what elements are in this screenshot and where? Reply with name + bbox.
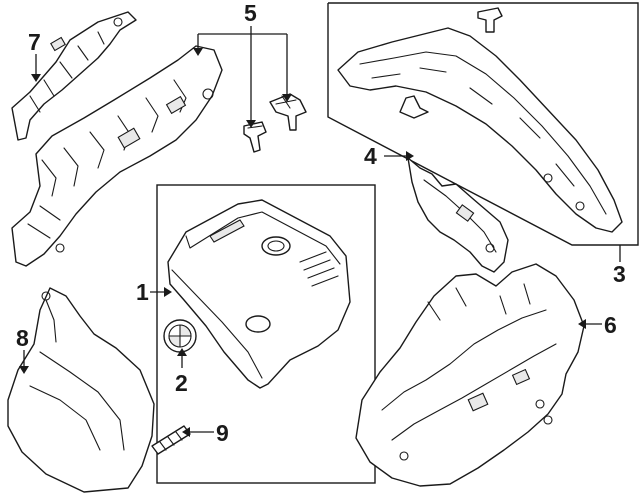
intake-insulator-right [355, 263, 585, 487]
callout-1: 1 [136, 279, 149, 305]
leader-5-branch [197, 33, 288, 124]
callout-3: 3 [613, 261, 626, 287]
callout-6: 6 [604, 312, 617, 338]
insulator-group-box [327, 2, 639, 246]
engine-cover-box [156, 184, 376, 484]
arrow-7 [31, 74, 41, 82]
rear-insulator [11, 11, 137, 141]
side-insulator-shield [337, 27, 623, 233]
shield-bracket [407, 157, 509, 273]
arrow-6 [578, 319, 586, 329]
callout-labels: 1 2 3 4 5 6 7 8 9 [16, 0, 626, 446]
callout-7: 7 [28, 29, 41, 55]
arrow-5c [282, 94, 292, 102]
push-clip-right [269, 93, 307, 131]
arrow-8 [19, 366, 29, 374]
callout-8: 8 [16, 325, 29, 351]
callout-4: 4 [364, 143, 377, 169]
arrowheads [19, 48, 586, 437]
arrow-1 [164, 287, 172, 297]
emblem [163, 319, 197, 353]
timing-cover-insulator [7, 287, 155, 493]
callout-9: 9 [216, 420, 229, 446]
arrow-5b [246, 120, 256, 128]
push-clip-box-mid [399, 95, 429, 119]
callout-5: 5 [244, 0, 257, 26]
push-clip-left [243, 121, 267, 153]
arrow-5a [193, 48, 203, 56]
engine-cover [167, 199, 351, 389]
arrow-9 [182, 427, 190, 437]
arrow-4 [406, 151, 414, 161]
callout-2: 2 [175, 370, 188, 396]
arrow-2 [177, 348, 187, 356]
push-clip-box-top [477, 7, 503, 33]
intake-insulator [11, 45, 223, 267]
